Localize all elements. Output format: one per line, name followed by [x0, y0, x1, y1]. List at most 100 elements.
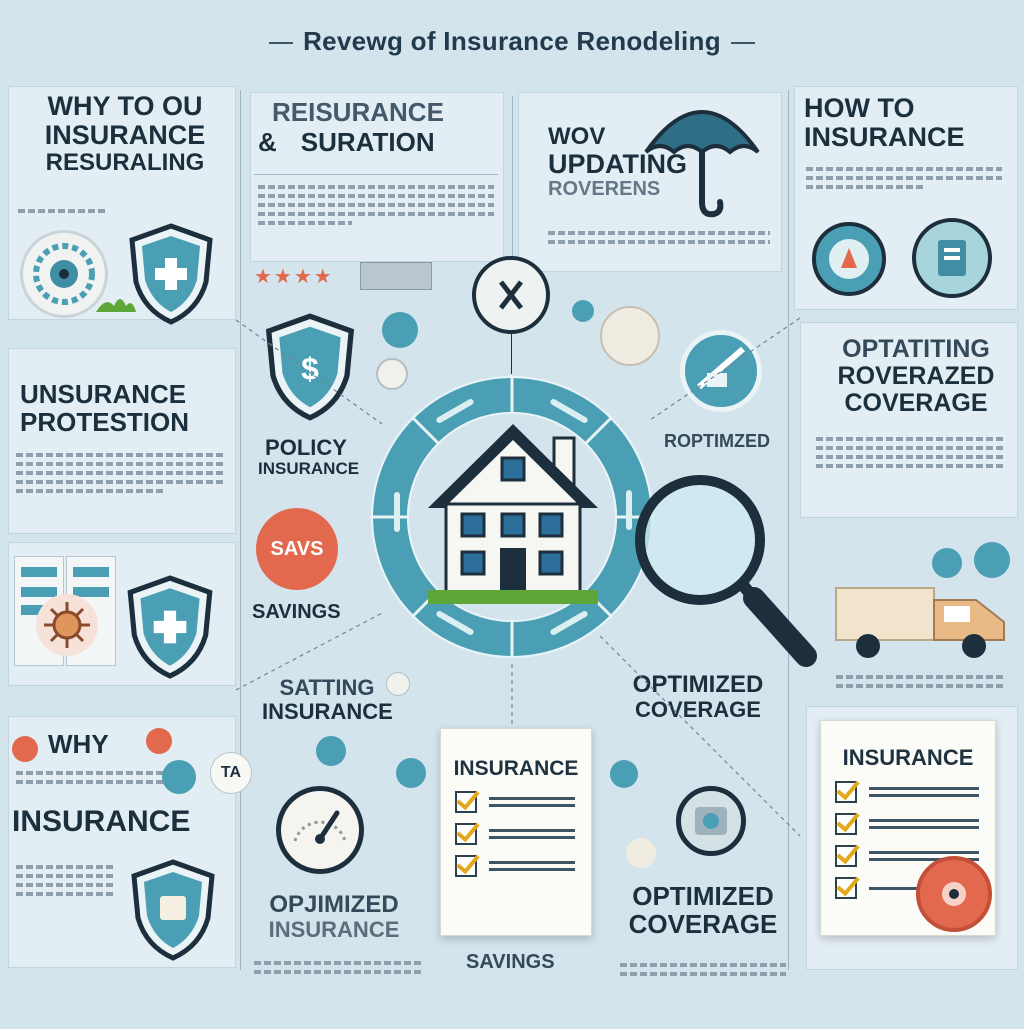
wov-line3: ROVERENS	[548, 178, 661, 201]
magnifier-icon	[630, 470, 824, 679]
checkbox-icon	[455, 823, 477, 845]
teal-dot-5-icon	[610, 760, 638, 788]
policy-line1: POLICY	[265, 435, 347, 460]
divider-right	[788, 90, 789, 970]
wov-line1: WOV	[548, 123, 606, 150]
wov-text	[548, 226, 770, 249]
shield-plus-icon	[126, 222, 216, 326]
gauge-icon	[276, 786, 364, 874]
how-to-text	[806, 162, 1002, 194]
title-dash-right	[730, 42, 755, 45]
why-top-text	[18, 204, 108, 218]
doc-center-row	[455, 855, 591, 877]
checkbox-icon	[455, 791, 477, 813]
label-optimized-bottom: OPTIMIZED COVERAGE	[618, 882, 788, 938]
coral-dot-icon	[12, 736, 38, 762]
document-badge-icon	[912, 218, 992, 298]
how-to-line1: HOW TO	[804, 93, 915, 123]
divider-left	[240, 90, 241, 970]
ticket-icon	[360, 262, 432, 290]
shield-document-icon	[128, 858, 218, 962]
panel-reinsurance	[250, 92, 504, 262]
satting-line1: SATTING	[279, 675, 375, 700]
optimized-bottom-text	[620, 958, 786, 981]
optimized-bottom-line1: OPTIMIZED	[632, 881, 774, 911]
reinsurance-line2: SURATION	[300, 127, 435, 158]
shield-plus-2-icon	[124, 574, 216, 680]
checkbox-icon	[835, 845, 857, 867]
divider-under-reinsurance	[254, 174, 498, 175]
label-satting: SATTING INSURANCE	[262, 675, 393, 724]
how-to-line2: INSURANCE	[804, 122, 965, 153]
unsurance-line2: PROTESTION	[20, 407, 190, 438]
label-savings-bottom: SAVINGS	[466, 951, 555, 973]
why-bottom-line1: WHY	[48, 729, 109, 759]
rating-stars-icon: ★★★★	[254, 266, 334, 288]
small-gray-dot-icon	[386, 672, 410, 696]
checkbox-icon	[835, 813, 857, 835]
unsurance-text	[16, 448, 226, 498]
label-savings-left: SAVINGS	[252, 601, 341, 623]
seal-icon	[916, 856, 992, 932]
beige-dot-icon	[626, 838, 656, 868]
optatiting-text	[816, 432, 1006, 473]
reinsurance-ampersand: &	[258, 127, 277, 158]
coin-badge-icon	[676, 786, 746, 856]
teal-dot-4-icon	[396, 758, 426, 788]
reinsurance-text	[258, 180, 494, 230]
reinsurance-line1: REISURANCE	[272, 97, 444, 127]
checkbox-icon	[835, 877, 857, 899]
compass-icon	[20, 230, 108, 318]
shield-dollar-icon: $	[262, 312, 358, 422]
teal-dot-6-icon	[932, 548, 962, 578]
savs-text: SAVS	[270, 537, 324, 560]
moving-truck-icon	[834, 582, 1010, 669]
coverage-wheel	[364, 372, 660, 667]
doc-right-row	[835, 845, 995, 867]
savs-badge: SAVS	[256, 508, 338, 590]
section-why-top: WHY TO OU INSURANCE RESURALING	[20, 91, 230, 177]
clock-icon	[472, 256, 550, 334]
why-top-line1: WHY TO OU	[47, 91, 203, 121]
unsurance-line1: UNSURANCE	[20, 379, 187, 409]
lock-teal-icon	[162, 760, 196, 794]
why-bottom-text	[16, 860, 116, 901]
doc-right-row	[835, 813, 995, 835]
truck-text	[836, 670, 1006, 693]
house-icon	[420, 420, 606, 615]
lock-beige-icon	[600, 306, 660, 366]
why-bottom-subtext	[16, 766, 166, 789]
teal-dot-3-icon	[572, 300, 594, 322]
title-text: Revewg of Insurance Renodeling	[303, 26, 721, 56]
wov-line2: UPDATING	[548, 148, 687, 179]
doc-center-row	[455, 791, 591, 813]
label-opjimized: OPJIMIZED INSURANCE	[252, 892, 416, 942]
checkbox-icon	[455, 855, 477, 877]
opjimized-text	[254, 956, 424, 979]
section-optatiting: OPTATITING ROVERAZED COVERAGE	[824, 336, 1008, 417]
opjimized-line2: INSURANCE	[268, 916, 400, 942]
label-roptimzed: ROPTIMZED	[664, 431, 770, 451]
virus-icon	[36, 594, 98, 656]
panel-optatiting	[800, 322, 1018, 518]
doc-center-title: INSURANCE	[453, 757, 579, 780]
svg-text:$: $	[301, 351, 319, 387]
divider-top-mid	[512, 96, 513, 276]
policy-line2: INSURANCE	[258, 458, 360, 478]
doc-center-row	[455, 823, 591, 845]
section-unsurance: UNSURANCE PROTESTION	[20, 380, 189, 436]
no-sign-icon	[680, 330, 762, 412]
panel-unsurance	[8, 348, 236, 534]
insurance-document-center: INSURANCE	[440, 728, 592, 936]
clock-connector	[511, 334, 512, 374]
optimized-bottom-line2: COVERAGE	[628, 909, 778, 940]
label-policy: POLICY INSURANCE	[258, 435, 360, 478]
optatiting-line2: ROVERAZED	[837, 362, 995, 390]
optimized-mid-line1: OPTIMIZED	[632, 671, 764, 698]
page-title: Revewg of Insurance Renodeling	[0, 26, 1024, 57]
coral-dot-2-icon	[146, 728, 172, 754]
ta-badge: TA	[210, 752, 252, 794]
title-dash-left	[269, 42, 294, 45]
opjimized-line1: OPJIMIZED	[269, 891, 399, 918]
why-top-line3: RESURALING	[45, 149, 205, 177]
